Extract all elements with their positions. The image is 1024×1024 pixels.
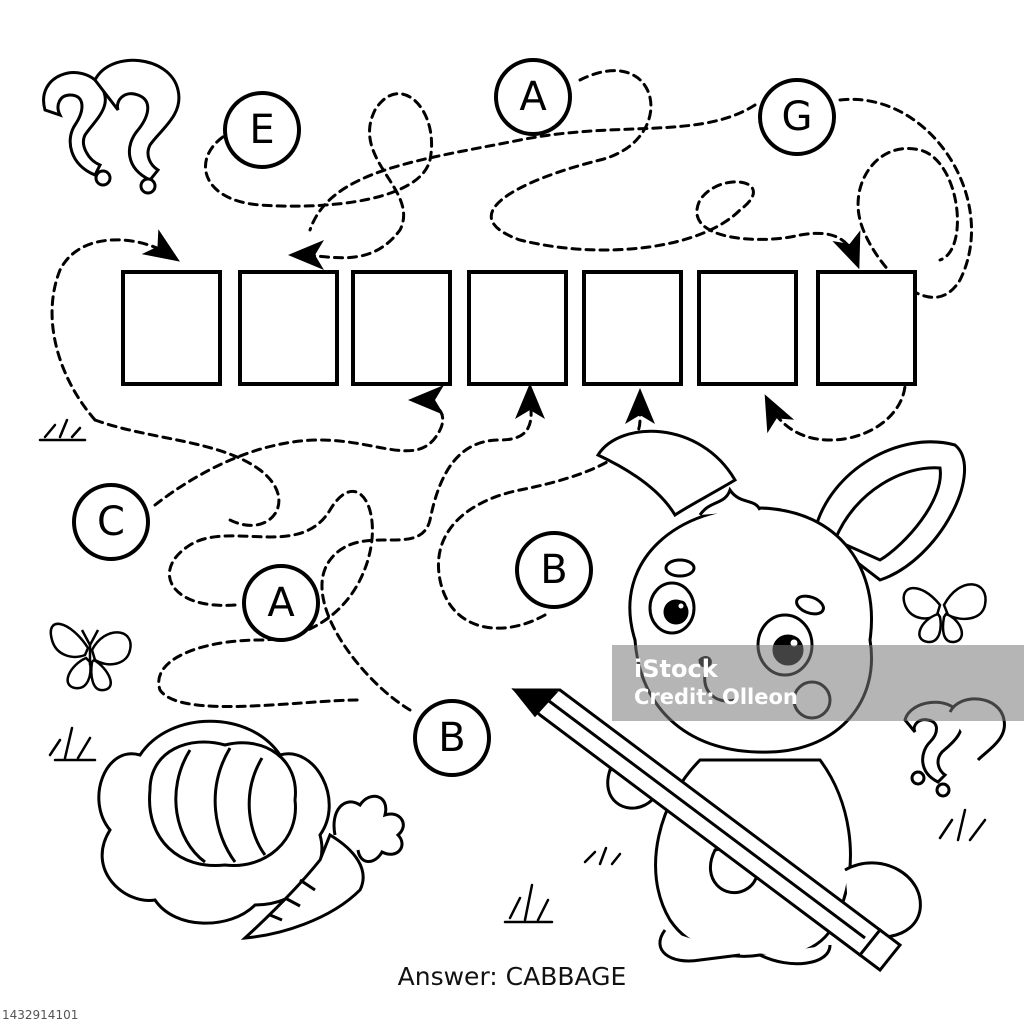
carrot-icon — [240, 794, 405, 940]
stock-watermark: iStock Credit: Olleon — [612, 645, 1024, 721]
letter-e-label: E — [249, 107, 274, 153]
pencil-icon — [511, 688, 903, 973]
letter-b-right-label: B — [540, 547, 567, 593]
butterfly-icon-left — [49, 622, 132, 692]
letter-circle-a-top[interactable]: A — [494, 58, 572, 136]
letter-circle-e[interactable]: E — [223, 91, 301, 169]
maze-paths — [50, 69, 973, 712]
letter-circles: E A G C A B B — [72, 58, 836, 777]
answer-box-1[interactable] — [121, 270, 222, 386]
answer-box-2[interactable] — [238, 270, 339, 386]
answer-boxes — [121, 270, 917, 386]
letter-circle-a-bottom[interactable]: A — [242, 564, 320, 642]
watermark-credit: Credit: Olleon — [634, 685, 798, 709]
answer-box-3[interactable] — [351, 270, 452, 386]
letter-a-top-label: A — [519, 74, 547, 120]
letter-circle-c[interactable]: C — [72, 483, 150, 561]
letter-b-bottom-label: B — [438, 715, 465, 761]
answer-box-5[interactable] — [582, 270, 683, 386]
letter-g-label: G — [782, 94, 813, 140]
letter-circle-b-right[interactable]: B — [515, 531, 593, 609]
letter-a-bottom-label: A — [267, 580, 295, 626]
cabbage-icon — [97, 719, 331, 925]
butterfly-icon-right — [902, 583, 987, 644]
letter-circle-g[interactable]: G — [758, 78, 836, 156]
watermark-brand: iStock — [634, 655, 718, 683]
question-marks-icon — [42, 58, 181, 195]
grass-icon — [38, 418, 987, 924]
answer-box-7[interactable] — [816, 270, 917, 386]
stock-id-label: 1432914101 — [2, 1008, 79, 1022]
answer-caption: Answer: CABBAGE — [397, 962, 627, 991]
letter-circle-b-bottom[interactable]: B — [413, 699, 491, 777]
letter-c-label: C — [97, 499, 125, 545]
answer-box-4[interactable] — [467, 270, 568, 386]
answer-box-6[interactable] — [697, 270, 798, 386]
